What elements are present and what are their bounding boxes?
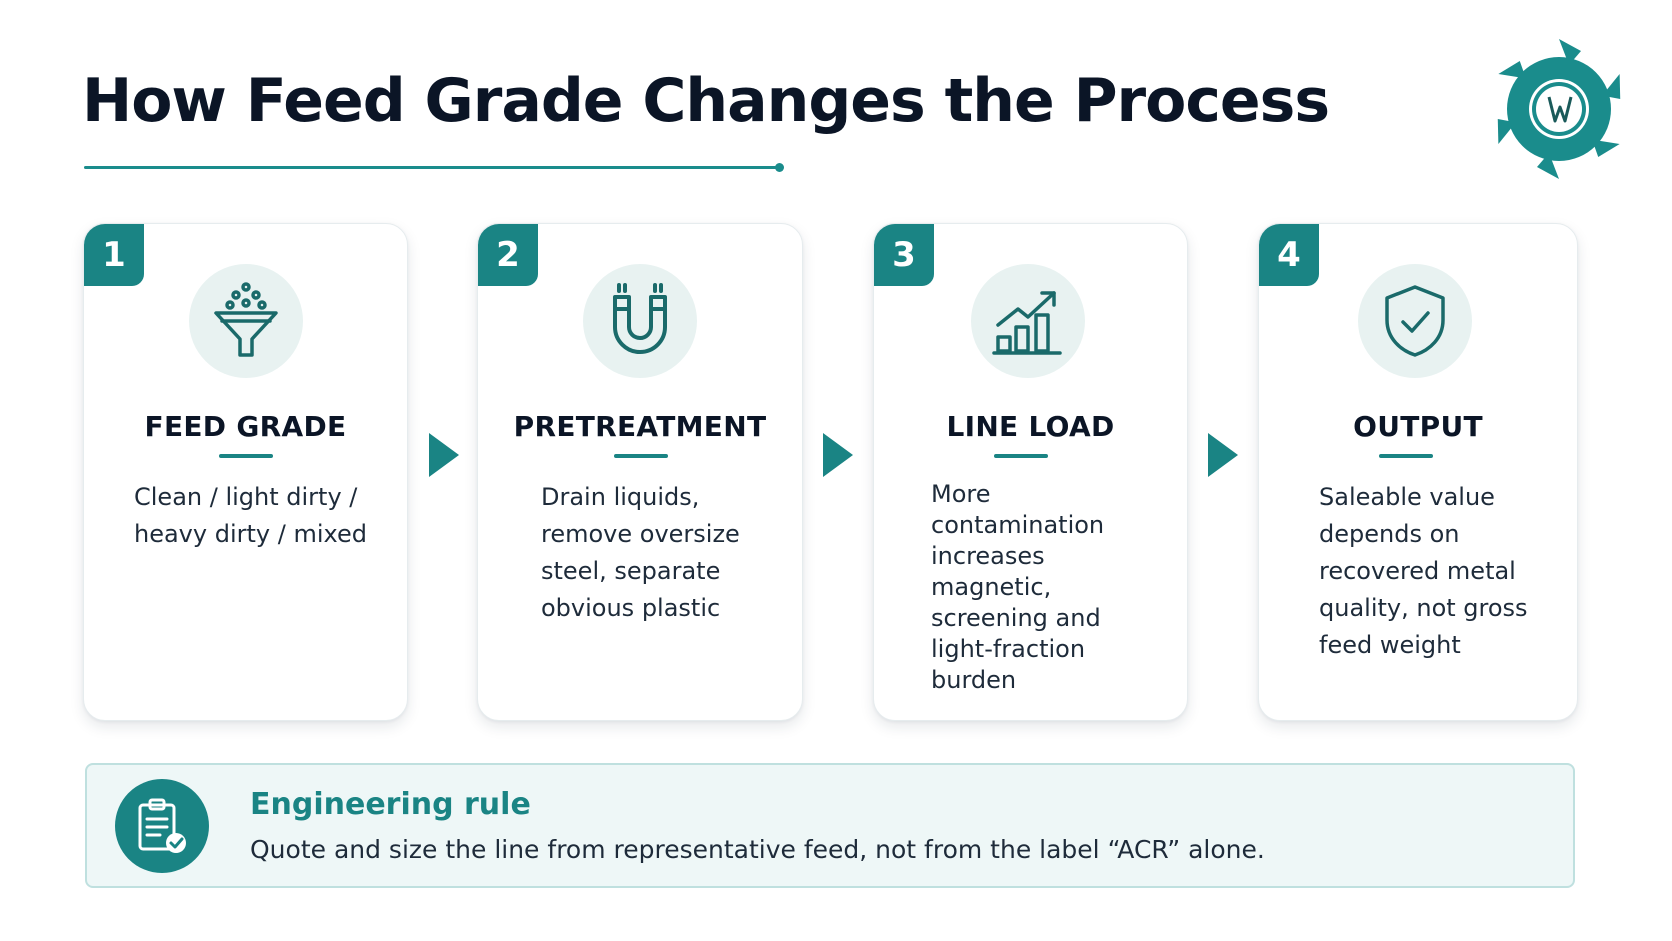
- step-title-underline: [1379, 454, 1433, 458]
- page-title: How Feed Grade Changes the Process: [82, 66, 1330, 136]
- step-description-line: More: [931, 480, 991, 508]
- step-description-line: magnetic,: [931, 573, 1052, 601]
- step-description-line: recovered metal: [1319, 557, 1516, 585]
- step-description: Drain liquids, remove oversize steel, se…: [541, 479, 740, 627]
- step-description-line: screening and: [931, 604, 1101, 632]
- step-description-line: obvious plastic: [541, 594, 721, 622]
- step-title-underline: [614, 454, 668, 458]
- step-description-line: steel, separate: [541, 557, 721, 585]
- step-description: Clean / light dirty / heavy dirty / mixe…: [134, 479, 367, 553]
- funnel-icon: [214, 282, 278, 357]
- title-underline: [84, 163, 784, 172]
- clipboard-check-icon: [115, 779, 209, 873]
- step-card-feed-grade: 1 FEED GRADE Clean / light dirty / heavy…: [83, 223, 408, 721]
- icon-circle: [189, 264, 303, 378]
- rule-text: Quote and size the line from representat…: [250, 835, 1265, 864]
- step-number-badge: 4: [1259, 224, 1319, 286]
- step-title: OUTPUT: [1353, 410, 1483, 443]
- step-description-line: feed weight: [1319, 631, 1461, 659]
- step-description-line: burden: [931, 666, 1017, 694]
- rule-title: Engineering rule: [250, 787, 531, 822]
- rising-bar-chart-icon: [992, 291, 1062, 355]
- engineering-rule-panel: Engineering rule Quote and size the line…: [85, 763, 1575, 888]
- icon-circle: [583, 264, 697, 378]
- step-description-line: quality, not gross: [1319, 594, 1528, 622]
- step-title: LINE LOAD: [946, 410, 1115, 443]
- step-title-underline: [994, 454, 1048, 458]
- step-number-badge: 3: [874, 224, 934, 286]
- gear-logo-icon: [1484, 34, 1634, 184]
- flow-arrow-icon: [1208, 433, 1238, 477]
- step-number-badge: 2: [478, 224, 538, 286]
- step-description-line: Clean / light dirty /: [134, 483, 358, 511]
- step-title: PRETREATMENT: [513, 410, 767, 443]
- step-description-line: increases: [931, 542, 1045, 570]
- shield-check-icon: [1385, 285, 1445, 357]
- step-title-underline: [219, 454, 273, 458]
- step-description-line: heavy dirty / mixed: [134, 520, 367, 548]
- step-card-line-load: 3 LINE LOAD More contamination increases…: [873, 223, 1188, 721]
- flow-arrow-icon: [429, 433, 459, 477]
- step-title: FEED GRADE: [144, 410, 347, 443]
- magnet-icon: [613, 283, 667, 354]
- step-description-line: Drain liquids,: [541, 483, 700, 511]
- step-card-output: 4 OUTPUT Saleable value depends on recov…: [1258, 223, 1578, 721]
- step-description-line: light-fraction: [931, 635, 1086, 663]
- flow-arrow-icon: [823, 433, 853, 477]
- icon-circle: [1358, 264, 1472, 378]
- step-description: More contamination increases magnetic, s…: [931, 479, 1104, 696]
- step-card-pretreatment: 2 PRETREATMENT Drain liquids, remove ove…: [477, 223, 803, 721]
- step-description-line: depends on: [1319, 520, 1460, 548]
- icon-circle: [971, 264, 1085, 378]
- step-description-line: remove oversize: [541, 520, 740, 548]
- step-description: Saleable value depends on recovered meta…: [1319, 479, 1528, 664]
- step-number-badge: 1: [84, 224, 144, 286]
- step-description-line: contamination: [931, 511, 1105, 539]
- step-description-line: Saleable value: [1319, 483, 1495, 511]
